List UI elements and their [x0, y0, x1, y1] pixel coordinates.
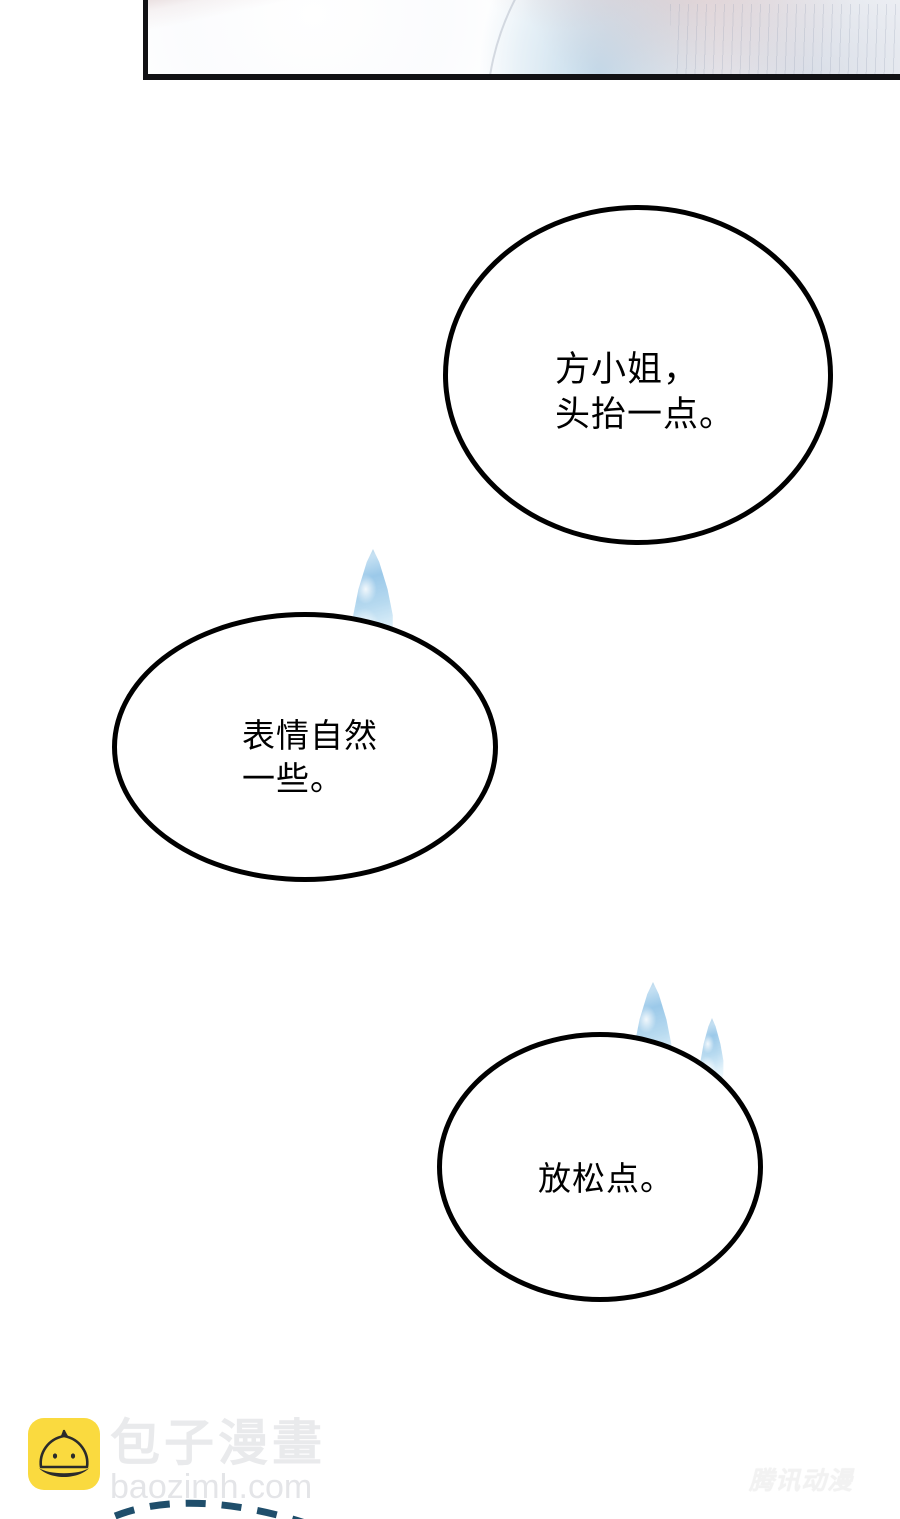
baozimh-brand-cn: 包子漫畫 — [110, 1415, 326, 1471]
baozimh-watermark: 包子漫畫 baozimh.com — [28, 1418, 326, 1504]
speech-bubble-3-text: 放松点。 — [538, 1159, 674, 1197]
speech-bubble-2-text: 表情自然 一些。 — [242, 717, 378, 797]
baozi-dumpling-icon — [28, 1418, 100, 1490]
baozimh-url: baozimh.com — [110, 1468, 313, 1506]
speech-bubble-3: 放松点。 — [437, 1032, 763, 1302]
speech-bubble-2: 表情自然 一些。 — [112, 612, 498, 882]
tencent-comics-watermark: 腾讯动漫 — [749, 1467, 854, 1495]
speech-bubble-1-text: 方小姐， 头抬一点。 — [554, 349, 735, 435]
speech-bubble-1: 方小姐， 头抬一点。 — [443, 205, 833, 545]
baozimh-wordmark: 包子漫畫 baozimh.com — [110, 1418, 326, 1504]
panel-artwork — [148, 0, 900, 74]
top-comic-panel — [143, 0, 900, 80]
